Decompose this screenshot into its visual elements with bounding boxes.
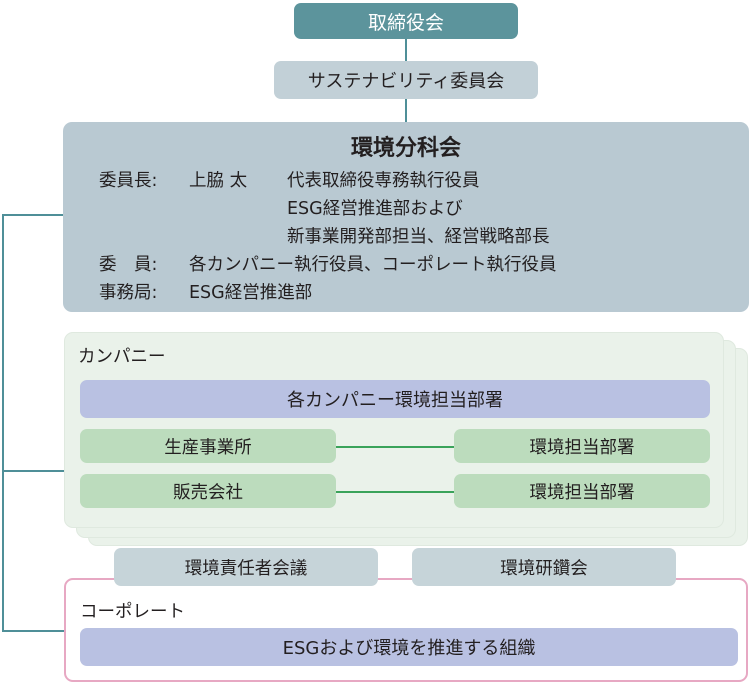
board-box: 取締役会 xyxy=(294,3,518,39)
env-study-meeting-box: 環境研鑽会 xyxy=(412,548,676,586)
chair-label: 委員長: xyxy=(99,171,158,191)
connector-row-2 xyxy=(336,491,454,493)
sales-company-box: 販売会社 xyxy=(80,474,336,508)
chair-name: 上脇 太 xyxy=(189,171,248,191)
members-label: 委 員: xyxy=(99,255,158,275)
chair-role-2: ESG経営推進部および xyxy=(287,199,463,219)
env-managers-meeting-label: 環境責任者会議 xyxy=(184,558,308,579)
connector-to-company xyxy=(2,470,66,472)
sustainability-committee-label: サステナビリティ委員会 xyxy=(307,71,505,92)
connector-left-trunk xyxy=(2,214,4,632)
company-label: カンパニー xyxy=(78,347,166,367)
chair-role-1: 代表取締役専務執行役員 xyxy=(287,171,480,191)
connector-to-subcommittee xyxy=(2,214,64,216)
secretariat-label: 事務局: xyxy=(99,283,158,303)
sales-company-label: 販売会社 xyxy=(173,482,243,503)
corporate-org-label: ESGおよび環境を推進する組織 xyxy=(282,638,536,659)
production-site-box: 生産事業所 xyxy=(80,429,336,463)
corporate-org-box: ESGおよび環境を推進する組織 xyxy=(80,628,738,666)
connector-to-corporate xyxy=(2,630,64,632)
connector-sustainability-subcommittee xyxy=(405,99,407,122)
production-site-label: 生産事業所 xyxy=(164,437,252,458)
members-value: 各カンパニー執行役員、コーポレート執行役員 xyxy=(189,255,557,275)
connector-board-sustainability xyxy=(405,39,407,61)
company-env-dept-label: 各カンパニー環境担当部署 xyxy=(287,390,503,411)
env-study-meeting-label: 環境研鑽会 xyxy=(500,558,588,579)
board-label: 取締役会 xyxy=(367,11,444,34)
sustainability-committee-box: サステナビリティ委員会 xyxy=(274,61,538,99)
chair-role-3: 新事業開発部担当、経営戦略部長 xyxy=(287,227,550,247)
production-env-dept-label: 環境担当部署 xyxy=(529,437,635,458)
environment-subcommittee-box: 環境分科会 委員長: 上脇 太 代表取締役専務執行役員 ESG経営推進部および … xyxy=(63,122,749,312)
connector-row-1 xyxy=(336,446,454,448)
secretariat-value: ESG経営推進部 xyxy=(189,283,313,303)
sales-env-dept-box: 環境担当部署 xyxy=(454,474,710,508)
env-managers-meeting-box: 環境責任者会議 xyxy=(114,548,378,586)
sales-env-dept-label: 環境担当部署 xyxy=(529,482,635,503)
production-env-dept-box: 環境担当部署 xyxy=(454,429,710,463)
subcommittee-title: 環境分科会 xyxy=(350,136,461,161)
corporate-label: コーポレート xyxy=(80,602,185,622)
company-env-dept-box: 各カンパニー環境担当部署 xyxy=(80,380,710,418)
